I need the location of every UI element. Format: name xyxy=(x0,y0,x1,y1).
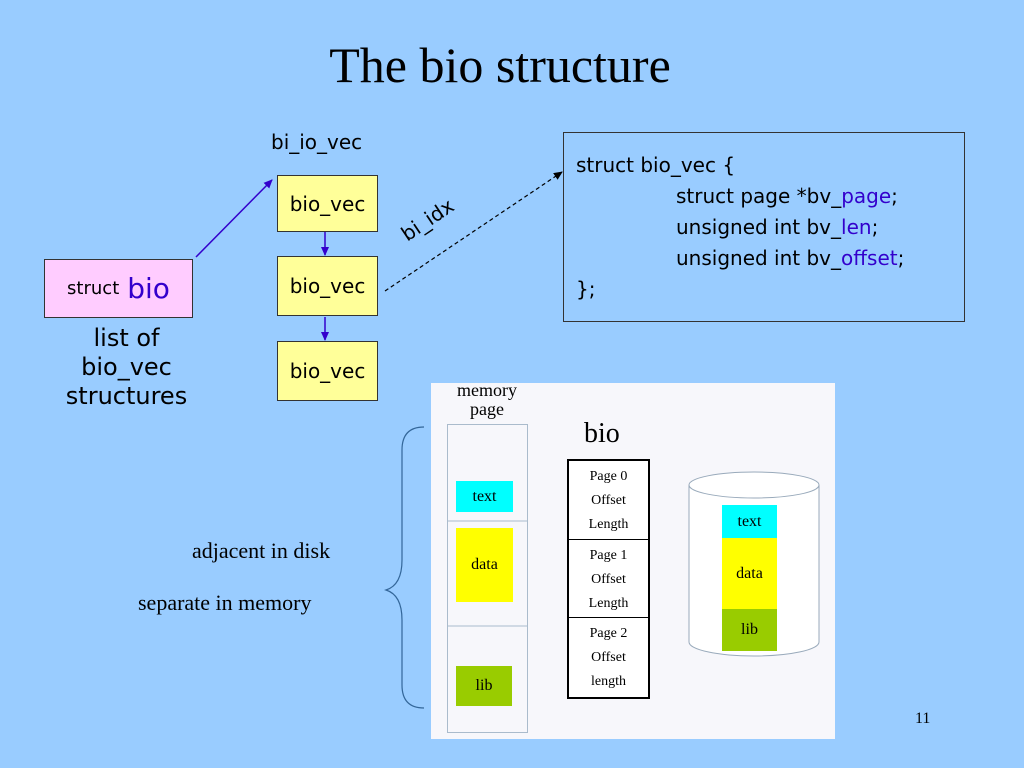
struct-keyword: struct xyxy=(67,278,120,299)
curly-brace xyxy=(383,426,425,709)
struct-name: bio xyxy=(127,272,170,305)
list-caption-line-1: list of xyxy=(93,324,160,352)
adjacent-in-disk-label: adjacent in disk xyxy=(192,538,331,563)
code-line-4-prefix: unsigned int bv_ xyxy=(676,246,842,270)
bio-page-0: Page 0 Offset Length xyxy=(569,461,648,539)
bio-vec-box-3: bio_vec xyxy=(277,341,378,401)
list-caption: list of bio_vec structures xyxy=(44,324,209,411)
memory-page-label-line-2: page xyxy=(470,399,504,419)
bio-page-1-length: Length xyxy=(588,596,629,611)
separate-in-memory-label: separate in memory xyxy=(138,590,312,615)
disk-lib-block: lib xyxy=(722,609,777,651)
code-line-2-prefix: struct page *bv_ xyxy=(676,184,842,208)
bio-to-vec-arrow xyxy=(195,179,273,258)
bio-page-0-length: Length xyxy=(588,517,629,532)
list-caption-line-2: bio_vec xyxy=(81,353,172,381)
code-line-4-highlight: offset xyxy=(841,246,898,270)
memory-page-frame xyxy=(447,424,528,733)
code-line-4-suffix: ; xyxy=(897,246,905,270)
bio-vec-box-2: bio_vec xyxy=(277,256,378,316)
list-caption-line-3: structures xyxy=(65,382,188,410)
bio-page-1-name: Page 1 xyxy=(589,548,628,563)
code-line-2-highlight: page xyxy=(841,184,892,208)
memory-data-block: data xyxy=(456,528,513,602)
disk-data-block: data xyxy=(722,538,777,609)
bio-pages-table: Page 0 Offset Length Page 1 Offset Lengt… xyxy=(567,459,650,699)
bi-idx-arrow xyxy=(384,171,563,292)
code-line-1: struct bio_vec { xyxy=(576,153,736,177)
bio-page-2-length: length xyxy=(591,674,626,689)
code-line-4: unsigned int bv_offset; xyxy=(576,243,964,274)
page-number: 11 xyxy=(915,710,931,727)
bio-label: bio xyxy=(584,418,620,449)
code-line-2: struct page *bv_page; xyxy=(576,181,964,212)
memory-lib-block: lib xyxy=(456,666,512,706)
bio-page-2-name: Page 2 xyxy=(589,626,628,641)
bi-io-vec-label: bi_io_vec xyxy=(271,130,363,154)
memory-page-label: memory page xyxy=(440,381,534,419)
bio-vec-code-box: struct bio_vec { struct page *bv_page; u… xyxy=(563,132,965,322)
bio-vec-box-1: bio_vec xyxy=(277,175,378,232)
bio-page-2: Page 2 Offset length xyxy=(569,617,648,695)
code-line-5: }; xyxy=(576,277,596,301)
code-line-3-prefix: unsigned int bv_ xyxy=(676,215,842,239)
memory-page-label-line-1: memory xyxy=(457,380,517,400)
code-line-3-highlight: len xyxy=(841,215,872,239)
bio-page-1-offset: Offset xyxy=(591,572,626,587)
slide-title: The bio structure xyxy=(329,37,671,93)
code-line-3-suffix: ; xyxy=(871,215,879,239)
code-line-3: unsigned int bv_len; xyxy=(576,212,964,243)
disk-text-block: text xyxy=(722,505,777,538)
struct-bio-box: struct bio xyxy=(44,259,193,318)
memory-text-block: text xyxy=(456,481,513,512)
bio-page-2-offset: Offset xyxy=(591,650,626,665)
bio-page-0-offset: Offset xyxy=(591,493,626,508)
bio-page-1: Page 1 Offset Length xyxy=(569,539,648,617)
bio-page-0-name: Page 0 xyxy=(589,469,628,484)
code-line-2-suffix: ; xyxy=(891,184,898,208)
